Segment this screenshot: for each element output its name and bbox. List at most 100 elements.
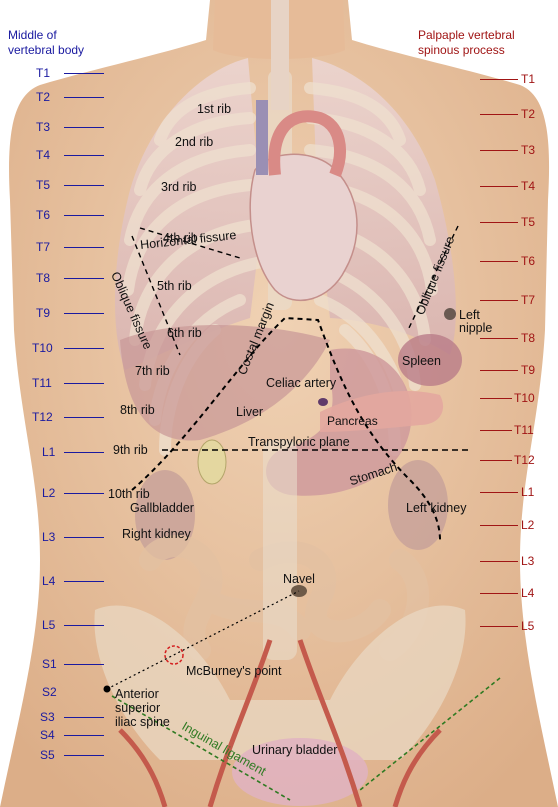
rib-label-9th: 9th rib [113,444,148,457]
right-vertebra-label: L5 [521,620,534,632]
left-vertebra-label: S2 [42,686,57,698]
right-tick [480,370,518,371]
right-vertebra-label: L1 [521,486,534,498]
right-tick [480,222,518,223]
left-tick [64,185,104,186]
left-vertebra-label: S5 [40,749,55,761]
gallbladder-label: Gallbladder [130,502,194,515]
celiac-artery-label: Celiac artery [266,377,336,390]
left-tick [64,735,104,736]
left-vertebra-label: T6 [36,209,50,221]
left-tick [64,348,104,349]
right-tick [480,561,518,562]
left-tick [64,537,104,538]
left-vertebra-label: S4 [40,729,55,741]
left-tick [64,73,104,74]
celiac-artery-marker [318,398,328,406]
right-vertebra-label: T9 [521,364,535,376]
right-tick [480,398,512,399]
rib-label-7th: 7th rib [135,365,170,378]
right-vertebra-label: T5 [521,216,535,228]
left-vertebra-label: T3 [36,121,50,133]
left-vertebra-label: T10 [32,342,53,354]
right-vertebra-label: T1 [521,73,535,85]
spine [263,440,297,660]
right-kidney-label: Right kidney [122,528,191,541]
mcburneys-point-label: McBurney's point [186,665,281,678]
right-vertebra-label: T7 [521,294,535,306]
left-vertebra-label: T7 [36,241,50,253]
left-tick [64,493,104,494]
navel-label: Navel [283,573,315,586]
left-vertebra-label: T8 [36,272,50,284]
left-tick [64,215,104,216]
right-vertebra-label: T12 [514,454,535,466]
rib-label-6th: 6th rib [167,327,202,340]
asis-label: Anterior superior iliac spine [115,687,170,729]
left-tick [64,127,104,128]
left-vertebra-label: L2 [42,487,55,499]
right-tick [480,430,512,431]
transpyloric-plane-label: Transpyloric plane [248,436,350,449]
right-tick [480,338,518,339]
rib-label-8th: 8th rib [120,404,155,417]
gallbladder-organ [198,440,226,484]
left-tick [64,452,104,453]
right-vertebra-label: T3 [521,144,535,156]
right-vertebra-label: L2 [521,519,534,531]
pancreas-label: Pancreas [327,415,378,427]
left-tick [64,664,104,665]
rib-label-5th: 5th rib [157,280,192,293]
left-nipple-label: Left nipple [459,309,492,335]
right-vertebra-label: T2 [521,108,535,120]
right-vertebra-label: L4 [521,587,534,599]
left-scale-title: Middle of vertebral body [8,28,148,58]
left-vertebra-label: T4 [36,149,50,161]
left-tick [64,581,104,582]
rib-label-10th: 10th rib [108,488,150,501]
left-tick [64,755,104,756]
right-tick [480,492,518,493]
left-vertebra-label: T1 [36,67,50,79]
left-tick [64,313,104,314]
left-nipple-marker [444,308,456,320]
right-vertebra-label: T10 [514,392,535,404]
rib-label-3rd: 3rd rib [161,181,196,194]
right-tick [480,525,518,526]
left-tick [64,155,104,156]
left-vertebra-label: T9 [36,307,50,319]
left-vertebra-label: L1 [42,446,55,458]
rib-label-2nd: 2nd rib [175,136,213,149]
right-tick [480,186,518,187]
right-tick [480,261,518,262]
left-vertebra-label: T2 [36,91,50,103]
spleen-label: Spleen [402,355,441,368]
left-vertebra-label: L3 [42,531,55,543]
left-tick [64,278,104,279]
right-vertebra-label: T11 [514,424,534,436]
left-tick [64,247,104,248]
right-tick [480,79,518,80]
left-tick [64,97,104,98]
right-vertebra-label: L3 [521,555,534,567]
left-vertebra-label: L5 [42,619,55,631]
left-kidney-label: Left kidney [406,502,466,515]
left-tick [64,625,104,626]
left-vertebra-label: T11 [32,377,52,389]
rib-label-1st: 1st rib [197,103,231,116]
liver-label: Liver [236,406,263,419]
right-tick [480,593,518,594]
left-vertebra-label: S1 [42,658,57,670]
right-vertebra-label: T6 [521,255,535,267]
right-tick [480,460,512,461]
right-tick [480,150,518,151]
left-vertebra-label: S3 [40,711,55,723]
left-vertebra-label: L4 [42,575,55,587]
left-vertebra-label: T12 [32,411,53,423]
left-vertebra-label: T5 [36,179,50,191]
right-tick [480,114,518,115]
left-tick [64,417,104,418]
left-tick [64,717,104,718]
